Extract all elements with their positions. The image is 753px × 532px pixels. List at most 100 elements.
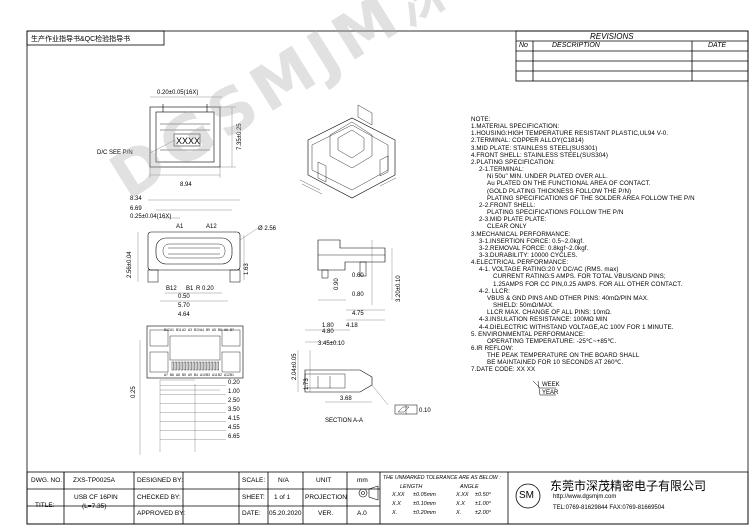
footprint-pin-label: B2 xyxy=(218,373,222,377)
footprint-pad xyxy=(186,361,189,371)
company-name: 东莞市深茂精密电子有限公司 xyxy=(550,479,707,493)
company-website: http://www.dgsmjm.com xyxy=(553,494,617,500)
footprint-dim: 1.00 xyxy=(228,389,240,395)
section-d2: 3.45±0.10 xyxy=(318,341,345,347)
tolerance-length-label: LENGTH xyxy=(400,484,423,490)
tolerance-cell: ±2.00° xyxy=(475,510,491,516)
note-line: 4.ELECTRICAL PERFORMANCE: xyxy=(471,259,569,267)
header-title: 生产作业指导书&QC检验指导书 xyxy=(31,36,131,43)
side-d3: 1.80 xyxy=(322,323,334,329)
footprint-pad xyxy=(216,361,219,371)
footprint-pin-label: A7 xyxy=(164,373,168,377)
section-view xyxy=(297,329,418,415)
footprint-pad xyxy=(210,361,213,371)
footprint-pin-label: A5 xyxy=(212,328,216,332)
footprint-pad xyxy=(189,361,192,371)
footprint-pin-label: B7 xyxy=(230,328,234,332)
section-d5: 3.68 xyxy=(340,396,352,402)
footprint-pin-label: A3 xyxy=(188,328,192,332)
label-date-code: D/C SEE P/N xyxy=(97,150,133,156)
front-d4: 0.50 xyxy=(178,294,190,300)
unit-label: UNIT xyxy=(316,477,332,484)
tolerance-cell: ±0.10mm xyxy=(413,501,436,507)
date-label: DATE: xyxy=(242,510,261,517)
logo-text: SM xyxy=(519,490,534,501)
note-line: 4-3.INSULATION RESISTANCE: 100MΩ MIN xyxy=(479,316,608,324)
footprint-pad xyxy=(174,361,177,371)
pin-a1: A1 xyxy=(176,224,184,230)
fp-d-left: 0.25 xyxy=(131,386,137,398)
note-line: 7.DATE CODE: XX XX xyxy=(471,366,536,374)
note-line: 3-2.REMOVAL FORCE: 0.8kgf~2.0kgf. xyxy=(479,244,589,252)
title-line2: (L=7.35) xyxy=(82,503,107,510)
tolerance-angle-label: ANGLE xyxy=(460,484,479,490)
scale-label: SCALE: xyxy=(242,477,266,484)
section-d3: 2.04±0.05 xyxy=(292,353,298,380)
note-line: 6.IR REFLOW: xyxy=(471,345,514,352)
footprint-pin-label: A12 xyxy=(224,373,230,377)
note-line: 2.TERMINAL: COPPER ALLOY(C1814) xyxy=(471,137,584,145)
side-view xyxy=(317,239,393,321)
section-d1: 4.80 xyxy=(322,329,334,335)
pin-b1: B1 xyxy=(186,286,194,292)
front-d-right: 1.63 xyxy=(244,263,250,275)
approved-by-label: APPROVED BY: xyxy=(137,510,186,517)
header-box xyxy=(26,30,165,46)
side-d2: 0.80 xyxy=(352,292,364,298)
note-line: Au PLATED ON THE FUNCTIONAL AREA OF CONT… xyxy=(487,180,651,188)
footprint-pin-label: B6 xyxy=(170,373,174,377)
revisions-col-no: No xyxy=(519,42,528,49)
tolerance-cell: X.XX xyxy=(392,492,405,498)
dim-pitch: 0.20±0.05(16X) xyxy=(157,90,198,96)
date-code-week: WEEK xyxy=(542,382,560,388)
dim-width: 8.94 xyxy=(180,182,192,188)
projection-symbol xyxy=(358,485,379,501)
side-d7: 0.60 xyxy=(352,273,364,279)
footprint-pin-label: B11 xyxy=(176,328,182,332)
note-line: 2-2.FRONT SHELL: xyxy=(479,201,536,209)
projection-label: PROJECTION xyxy=(305,494,347,501)
flatness-value: 0.10 xyxy=(419,408,431,414)
pin-b12: B12 xyxy=(166,286,177,292)
note-line: CURRENT RATING:5 AMPS. FOR TOTAL VBUS/GN… xyxy=(493,273,666,281)
note-line: CLEAR ONLY xyxy=(487,223,527,231)
footprint-dim: 4.55 xyxy=(228,425,240,431)
notes-block: NOTE:1.MATERIAL SPECIFICATION:1.HOUSING:… xyxy=(471,116,751,374)
revisions-table xyxy=(515,30,749,82)
revisions-title: REVISIONS xyxy=(590,32,634,41)
front-dia: Ø 2.56 xyxy=(258,226,277,232)
footprint-pin-label: A11 xyxy=(212,373,218,377)
note-line: 4-2. LLCR: xyxy=(479,287,510,295)
note-line: SHIELD: 50mΩ/MAX. xyxy=(493,302,554,310)
note-line: 2.PLATING SPECIFICATION: xyxy=(471,158,555,166)
designed-by-label: DESIGNED BY: xyxy=(137,477,183,484)
note-line: 3.MECHANICAL PERFORMANCE: xyxy=(471,230,571,238)
revisions-col-desc: DESCRIPTION xyxy=(552,42,600,49)
note-line: 4-1. VOLTAGE RATING:20 V DC/AC (RMS. max… xyxy=(479,266,619,274)
footprint-dim: 4.15 xyxy=(228,416,240,422)
footprint-pin-label: B8 xyxy=(218,328,222,332)
note-line: 2-3.MID PLATE PLATE: xyxy=(479,216,547,224)
note-line: OPERATING TEMPERATURE: -25℃~+85℃. xyxy=(487,337,617,345)
tolerance-cell: X.X xyxy=(456,501,465,507)
note-line: THE PEAK TEMPERATURE ON THE BOARD SHALL xyxy=(487,352,640,360)
footprint-pad xyxy=(192,361,195,371)
ver-label: VER. xyxy=(318,510,334,517)
tolerance-cell: X.X xyxy=(392,501,401,507)
footprint-pad xyxy=(213,361,216,371)
section-label: SECTION A-A xyxy=(325,418,363,424)
note-line: 1.25AMPS FOR CC PIN,0.25 AMPS. FOR ALL O… xyxy=(493,280,683,288)
side-d1: 3.20±0.10 xyxy=(396,275,402,302)
front-d-left: 2.56±0.04 xyxy=(127,251,133,278)
note-line: VBUS & GND PINS AND OTHER PINS: 40mΩ/PIN… xyxy=(487,294,649,302)
sheet-label: SHEET: xyxy=(242,494,265,501)
side-d5: 4.18 xyxy=(346,323,358,329)
tolerance-cell: ±0.50° xyxy=(475,492,491,498)
footprint-dim: 3.50 xyxy=(228,407,240,413)
note-line: Ni 50u" MIN. UNDER PLATED OVER ALL. xyxy=(487,173,608,181)
note-line: 4.FRONT SHELL: STAINLESS STEEL(SUS304) xyxy=(471,151,608,159)
footprint-pin-label: A1 xyxy=(170,328,174,332)
dwg-no-label: DWG. NO. xyxy=(31,477,63,484)
